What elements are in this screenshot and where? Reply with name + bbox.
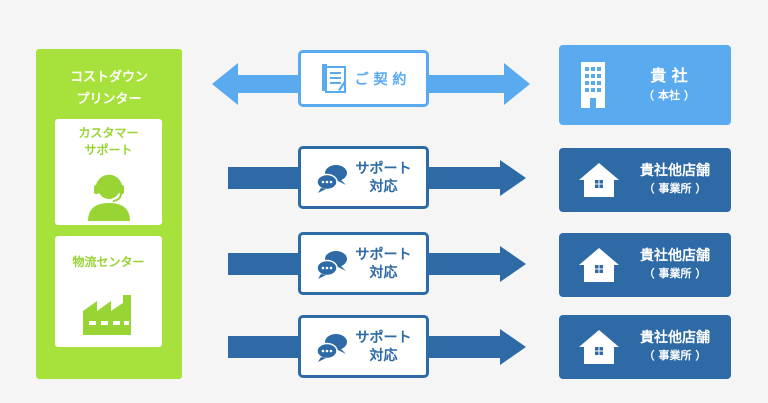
logistics-center-label: 物流センター <box>72 255 145 269</box>
house-icon <box>579 163 619 197</box>
branch-label-2: 貴社他店舗 （ 事業所 ） <box>619 247 731 283</box>
support-label-2: サポート 対応 <box>356 246 412 282</box>
chat-bubbles-icon <box>315 332 348 362</box>
chat-bubbles-icon <box>315 163 348 193</box>
support-label-2-line2: 対応 <box>369 264 398 281</box>
support-label-1-line2: 対応 <box>369 178 398 195</box>
company-name: コストダウン プリンター <box>36 67 182 111</box>
branch-box-1: 貴社他店舗 （ 事業所 ） <box>559 148 731 212</box>
customer-support-line2: サポート <box>84 143 133 157</box>
headquarters-sub: （ 本社 ） <box>643 89 695 102</box>
company-name-line1: コストダウン <box>69 70 148 85</box>
support-box-1: サポート 対応 <box>298 146 429 209</box>
branch-box-2: 貴社他店舗 （ 事業所 ） <box>559 233 731 297</box>
headquarters-box: 貴 社 （ 本社 ） <box>559 45 731 125</box>
branch-sub-2: （ 事業所 ） <box>643 267 707 280</box>
branch-sub-3: （ 事業所 ） <box>643 349 707 362</box>
support-label-3: サポート 対応 <box>356 329 412 365</box>
support-label-3-line1: サポート <box>355 329 412 346</box>
office-building-icon <box>579 62 607 108</box>
headset-operator-icon <box>88 174 130 221</box>
document-icon <box>321 63 347 94</box>
branch-label-3: 貴社他店舗 （ 事業所 ） <box>619 329 731 365</box>
factory-icon <box>83 295 131 335</box>
support-box-2: サポート 対応 <box>298 232 429 295</box>
logistics-center-box: 物流センター <box>55 236 162 347</box>
branch-name-1: 貴社他店舗 <box>640 163 710 179</box>
support-label-2-line1: サポート <box>355 246 412 263</box>
support-label-1: サポート 対応 <box>356 160 412 196</box>
customer-support-label: カスタマー サポート <box>55 125 162 159</box>
customer-support-line1: カスタマー <box>78 126 139 140</box>
house-icon <box>579 248 619 282</box>
branch-name-2: 貴社他店舗 <box>640 248 710 264</box>
support-box-3: サポート 対応 <box>298 315 429 378</box>
contract-box: ご 契 約 <box>298 50 429 107</box>
support-label-1-line1: サポート <box>355 160 412 177</box>
company-name-line2: プリンター <box>76 92 142 107</box>
house-icon <box>579 330 619 364</box>
branch-label-1: 貴社他店舗 （ 事業所 ） <box>619 162 731 198</box>
branch-box-3: 貴社他店舗 （ 事業所 ） <box>559 315 731 379</box>
branch-name-3: 貴社他店舗 <box>640 330 710 346</box>
headquarters-name: 貴 社 <box>650 66 688 85</box>
cost-down-printer-panel: コストダウン プリンター カスタマー サポート 物流センター <box>36 49 182 379</box>
contract-label: ご 契 約 <box>354 71 407 88</box>
headquarters-label: 貴 社 （ 本社 ） <box>607 65 731 105</box>
customer-support-box: カスタマー サポート <box>55 119 162 225</box>
support-label-3-line2: 対応 <box>369 347 398 364</box>
chat-bubbles-icon <box>315 249 348 279</box>
branch-sub-1: （ 事業所 ） <box>643 182 707 195</box>
